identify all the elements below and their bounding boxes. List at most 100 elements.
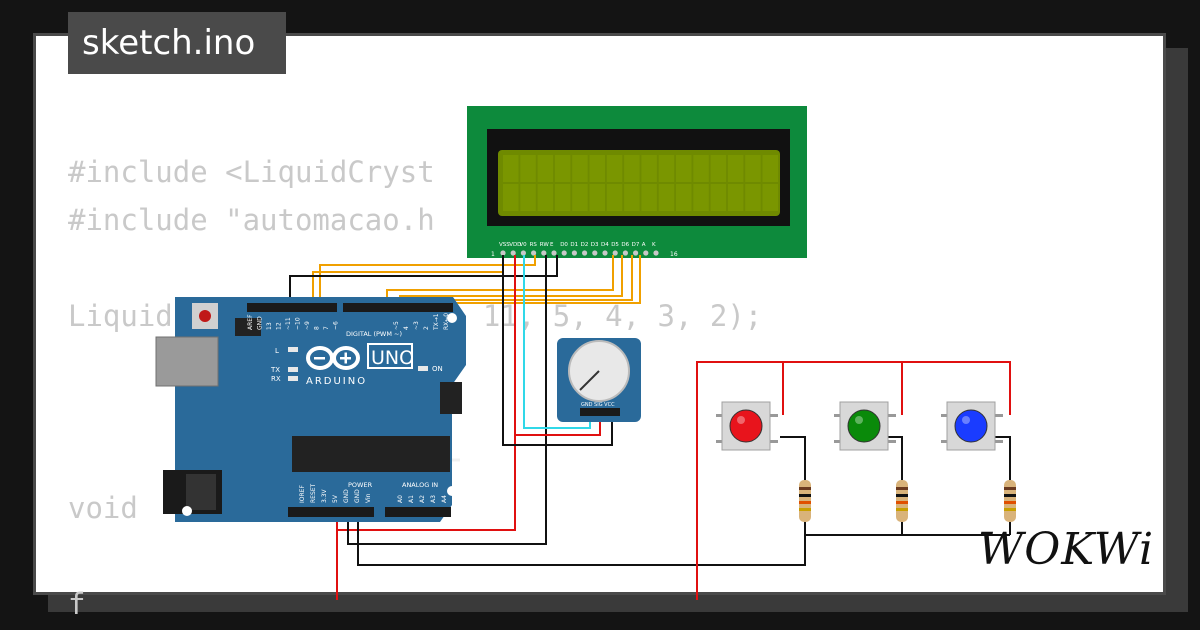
top-header-right (343, 303, 453, 312)
bottom-pin-label: IOREF (299, 485, 306, 503)
resistor[interactable] (799, 480, 811, 522)
bottom-pin-label: A5 (452, 495, 459, 503)
lcd-pin-label: V0 (519, 242, 527, 248)
lcd-cell (606, 184, 623, 211)
top-pin-label: AREF (247, 314, 254, 330)
lcd-pin[interactable] (612, 250, 618, 256)
code-line-3: Liquid (68, 299, 173, 333)
wire-btn-red-res (780, 436, 806, 480)
atmega-chip (292, 436, 450, 472)
lcd-pin[interactable] (541, 250, 547, 256)
power-label: POWER (348, 481, 373, 489)
resistors (799, 480, 1016, 522)
wokwi-logo: WOKWi (978, 524, 1155, 575)
lcd-cell (710, 155, 727, 182)
lcd-cell (693, 184, 709, 211)
lcd-pin[interactable] (531, 250, 537, 256)
wire-btn-blue-res (995, 436, 1011, 480)
board-model: UNO (371, 347, 414, 369)
pushbutton-blue-cap[interactable] (954, 409, 988, 443)
lcd-cell (606, 155, 623, 182)
lcd-pin[interactable] (653, 250, 659, 256)
lcd-cell (589, 184, 605, 211)
lcd-pin[interactable] (551, 250, 557, 256)
resistor[interactable] (1004, 480, 1016, 522)
wire-gnd-resistors (357, 512, 1010, 566)
pushbutton-red-cap[interactable] (729, 409, 763, 443)
lcd-cell (727, 184, 744, 211)
top-pin-label: TX→1 (433, 313, 440, 331)
lcd-cell-grid (503, 155, 778, 211)
lcd-pin-label: D2 (581, 242, 589, 248)
lcd-cell (554, 184, 571, 211)
svg-text:L: L (275, 347, 279, 355)
analog-label: ANALOG IN (402, 481, 438, 489)
lcd-cell (624, 184, 640, 211)
pushbutton-blue[interactable] (941, 401, 1003, 451)
lcd-cell (745, 184, 761, 211)
resistor[interactable] (896, 480, 908, 522)
top-pin-label: 8 (314, 326, 321, 330)
lcd-cell (762, 184, 778, 211)
lcd-cell (537, 184, 554, 211)
top-pin-label: GND (257, 316, 264, 330)
icsp-header-2 (440, 382, 462, 414)
lcd-pin-label: D0 (560, 242, 568, 248)
bottom-pin-label: A4 (441, 495, 448, 503)
bottom-header-analog (385, 507, 451, 517)
lcd-pin[interactable] (643, 250, 649, 256)
usb-port (155, 336, 219, 387)
svg-text:ON: ON (432, 365, 443, 373)
lcd-pin-label: VSS (499, 242, 510, 248)
lcd-pin[interactable] (582, 250, 588, 256)
top-pin-label: 12 (276, 322, 283, 330)
lcd-pin-end: 16 (670, 251, 678, 258)
lcd-pin[interactable] (592, 250, 598, 256)
lcd-pin[interactable] (633, 250, 639, 256)
lcd-pin-label: D7 (632, 242, 640, 248)
lcd-cell (572, 184, 588, 211)
bottom-pin-label: A2 (419, 495, 426, 503)
digital-label: DIGITAL (PWM ~) (346, 330, 402, 338)
wire-e (319, 255, 536, 306)
lcd-cell (676, 155, 692, 182)
lcd-pin[interactable] (571, 250, 578, 256)
bottom-pin-label: 3.3V (321, 488, 328, 503)
lcd-cell (520, 184, 536, 211)
top-pin-label: ~3 (413, 321, 420, 330)
top-pin-label: 2 (423, 326, 430, 330)
wire-pot-vcc (514, 255, 601, 436)
wire-lcd-gnd (289, 255, 558, 306)
lcd-cell (589, 155, 605, 182)
lcd-pin-label: D5 (611, 242, 619, 248)
pushbutton-red[interactable] (716, 401, 778, 451)
lcd-pin-start: 1 (491, 251, 495, 258)
pushbutton-green-cap[interactable] (847, 409, 881, 443)
code-line-4: void (68, 491, 138, 525)
top-pin-label: 4 (403, 326, 410, 330)
top-pin-label: ~10 (295, 317, 302, 330)
top-pin-label: 13 (266, 322, 273, 330)
lcd-pin[interactable] (561, 250, 567, 256)
lcd-cell (641, 184, 657, 211)
lcd-pin[interactable] (510, 250, 516, 256)
arduino-uno-board[interactable]: UNO ARDUINO DIGITAL (PWM ~) POWER ANALOG… (155, 297, 466, 522)
top-pin-label: RX←0 (443, 313, 450, 330)
lcd-pin[interactable] (602, 250, 608, 256)
lcd-cell (537, 155, 554, 182)
lcd-pin-label: D1 (570, 242, 578, 248)
lcd-pin[interactable] (520, 250, 527, 256)
svg-text:RX: RX (271, 375, 281, 383)
lcd-pin[interactable] (622, 250, 629, 256)
lcd-cell (745, 155, 761, 182)
lcd-pin[interactable] (500, 250, 506, 256)
lcd-cell (710, 184, 727, 211)
sketch-file-tab[interactable]: sketch.ino (68, 12, 286, 74)
code-line-5: f (68, 587, 86, 621)
potentiometer[interactable]: GND SIG VCC (557, 338, 641, 422)
pushbutton-green[interactable] (834, 401, 896, 451)
